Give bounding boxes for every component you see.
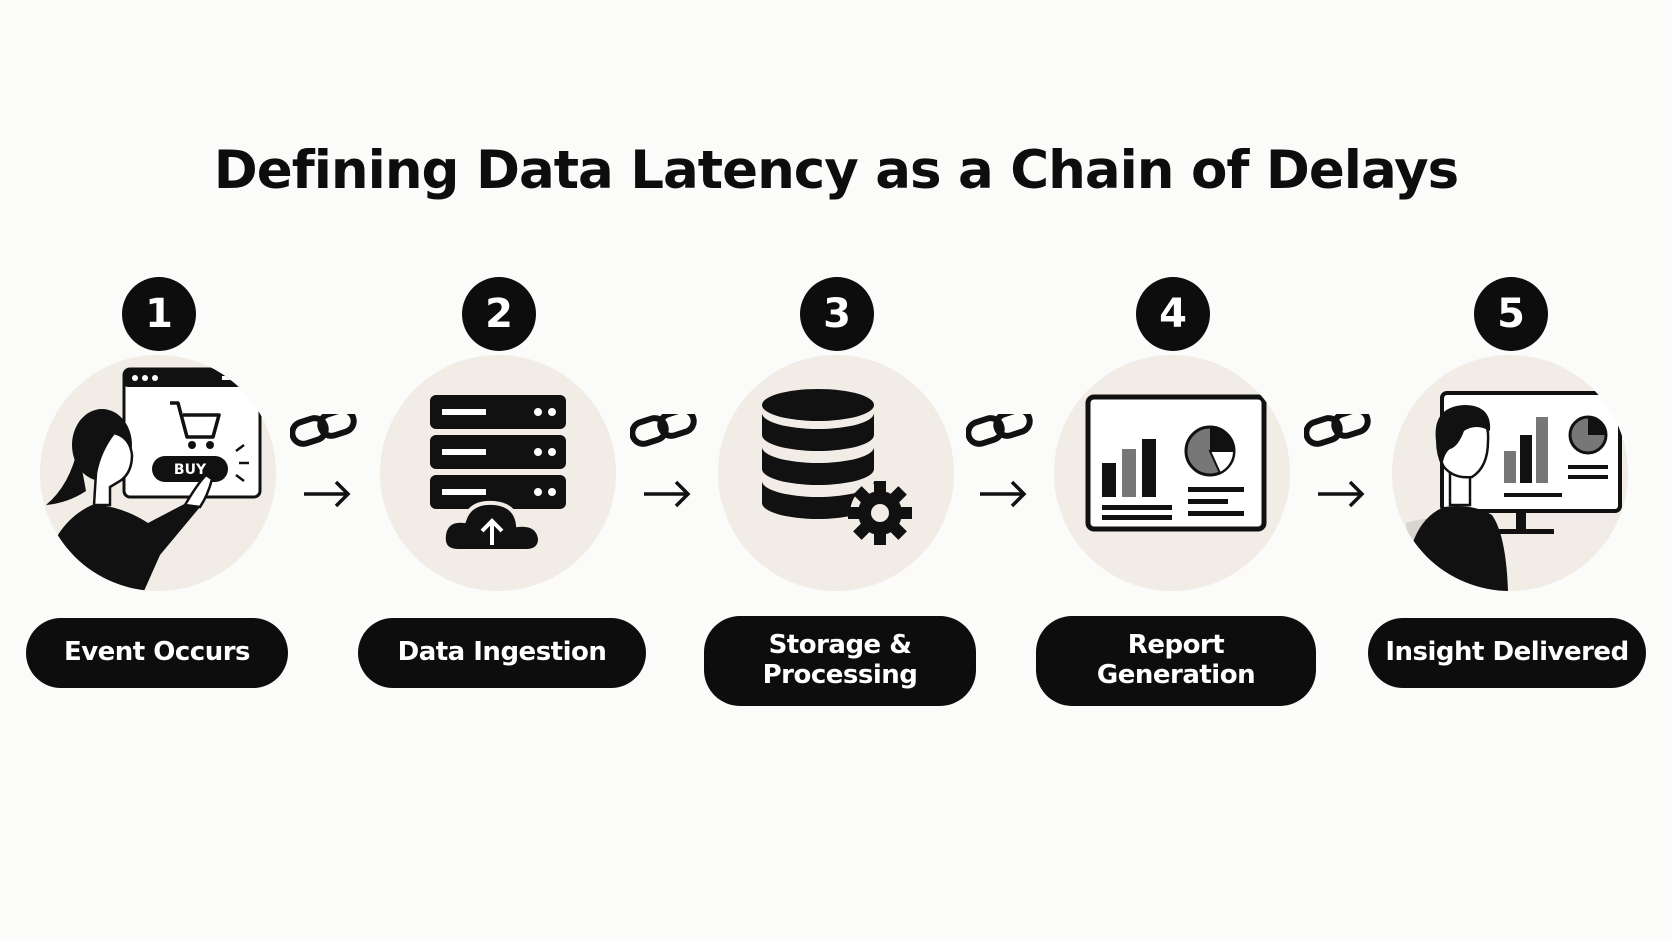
step-label: Storage & Processing (704, 616, 976, 706)
step-number-badge: 3 (800, 277, 874, 351)
arrow-right-icon (980, 480, 1027, 508)
database-gear-icon (762, 389, 912, 545)
step-2: 2 Data Ingestion (350, 0, 650, 941)
step-1: 1 BUY Even (10, 0, 310, 941)
step-label-text: Report Generation (1096, 630, 1256, 690)
step-label-text: Storage & Processing (762, 630, 918, 690)
step-number-badge: 4 (1136, 277, 1210, 351)
step-illustration: BUY (40, 355, 276, 591)
step-label: Report Generation (1036, 616, 1316, 706)
step-illustration (1392, 355, 1628, 591)
step-label: Insight Delivered (1368, 618, 1646, 688)
chain-link-icon (965, 407, 1033, 447)
chain-link-icon (629, 407, 697, 447)
arrow-right-icon (644, 480, 691, 508)
page-title: Defining Data Latency as a Chain of Dela… (213, 140, 1459, 201)
step-number-badge: 2 (462, 277, 536, 351)
chain-link-icon (1303, 407, 1371, 447)
step-label: Data Ingestion (358, 618, 646, 688)
server-upload-icon (430, 395, 566, 553)
step-label-text: Event Occurs (63, 637, 251, 668)
step-5: 5 Insight Delivered (1362, 0, 1662, 941)
buy-button-text: BUY (174, 462, 207, 478)
step-4: 4 Report Generation (1024, 0, 1324, 941)
step-3: 3 (688, 0, 988, 941)
step-label: Event Occurs (26, 618, 288, 688)
step-label-text: Insight Delivered (1385, 637, 1629, 668)
step-number-badge: 5 (1474, 277, 1548, 351)
chain-link-icon (289, 407, 357, 447)
step-number-badge: 1 (122, 277, 196, 351)
step-illustration (1054, 355, 1290, 591)
arrow-right-icon (1318, 480, 1365, 508)
person-clicking-buy-icon: BUY (40, 367, 262, 591)
report-dashboard-icon (1085, 394, 1267, 532)
step-illustration (380, 355, 616, 591)
step-label-text: Data Ingestion (397, 637, 607, 668)
arrow-right-icon (304, 480, 351, 508)
step-illustration (718, 355, 954, 591)
person-viewing-monitor-icon (1406, 391, 1622, 591)
